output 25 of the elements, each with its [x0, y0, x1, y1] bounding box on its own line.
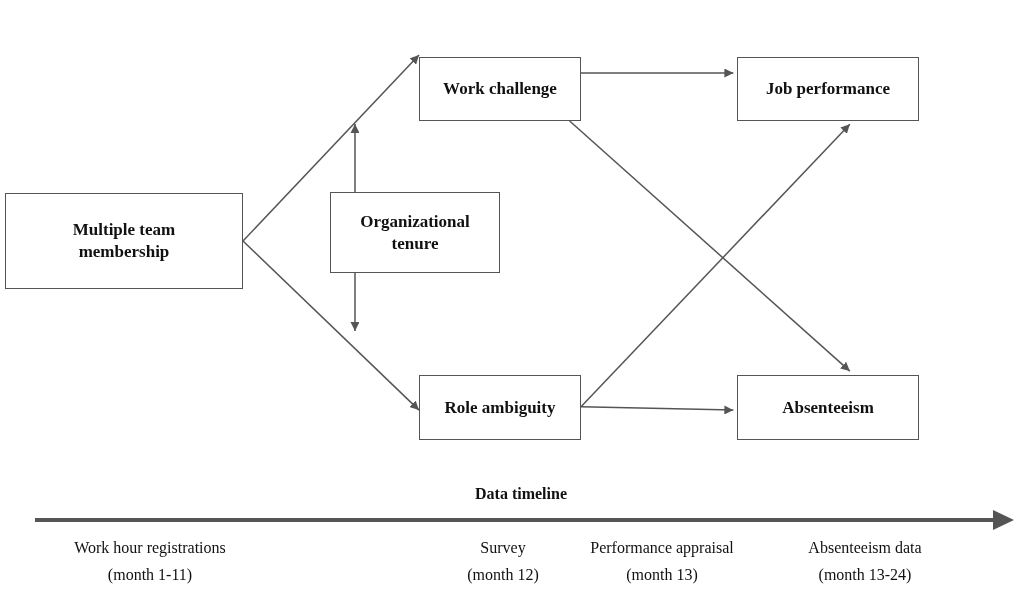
arrow — [350, 123, 360, 193]
variable-name: Work challenge — [443, 78, 557, 100]
variable-box — [419, 375, 581, 440]
arrow — [580, 123, 851, 408]
timeline-label: Absenteeism data (month 13-24) — [807, 538, 923, 586]
arrow — [242, 54, 420, 242]
variable-name: Organizational tenure — [359, 210, 471, 255]
variable-box — [737, 57, 919, 121]
arrow — [242, 240, 420, 411]
variable-name: Absenteeism — [782, 396, 874, 419]
variable-box — [5, 193, 243, 289]
arrow — [568, 120, 851, 372]
variable-name: Multiple team membership — [71, 219, 177, 263]
timeline-title: Data timeline — [474, 484, 568, 504]
arrow — [580, 68, 735, 78]
timeline-label: Work hour registrations (month 1-11) — [73, 538, 227, 586]
variable-name: Job performance — [765, 78, 891, 100]
variable-box — [737, 375, 919, 440]
arrow — [350, 272, 360, 332]
variable-box — [419, 57, 581, 121]
timeline-label: Survey (month 12) — [466, 538, 540, 586]
arrow — [580, 405, 735, 415]
variable-name: Role ambiguity — [444, 396, 556, 419]
timeline-label: Performance appraisal (month 13) — [589, 538, 735, 586]
variable-box — [330, 192, 500, 273]
